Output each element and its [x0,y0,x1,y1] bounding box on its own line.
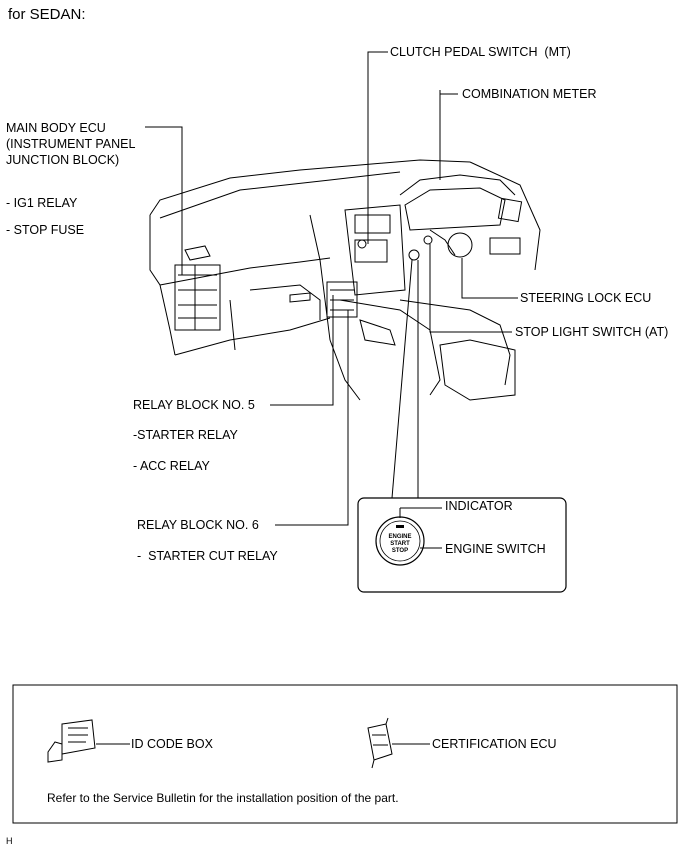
glovebox-handle [289,292,311,303]
seat-shape [439,339,516,401]
leader-relay-block-6 [275,310,349,526]
leader-clutch [367,51,388,244]
relay-block-detail [330,289,354,311]
label-stop-light-switch: STOP LIGHT SWITCH (AT) [515,325,669,339]
center-stack [344,204,406,296]
vent-right [497,197,523,223]
label-main-body-ecu: MAIN BODY ECU (INSTRUMENT PANEL JUNCTION… [6,121,136,167]
page-heading: for SEDAN: [8,6,86,23]
meter-hood [399,174,516,196]
relay-block-graphic [326,281,358,318]
leader-lines [145,51,518,549]
switch-panel [489,237,521,255]
certification-ecu-graphic [367,717,393,769]
leader-indicator [399,507,442,518]
info-box-frame [12,684,678,824]
junction-block-detail [178,265,217,330]
clutch-switch-graphic [357,239,367,249]
label-relay-block-6: RELAY BLOCK NO. 6 [137,518,259,532]
label-starter-cut-relay: - STARTER CUT RELAY [137,549,278,563]
label-starter-relay: -STARTER RELAY [133,428,238,442]
label-relay-block-5: RELAY BLOCK NO. 5 [133,398,255,412]
steering-column [447,232,473,258]
stop-light-switch-graphic [423,235,433,245]
label-certification-ecu: CERTIFICATION ECU [432,737,557,751]
engine-switch-inset [357,497,567,593]
meter-cluster [404,187,506,231]
glovebox-edge [229,299,236,351]
indicator-lamp [396,525,404,528]
label-clutch-pedal-switch: CLUTCH PEDAL SWITCH (MT) [390,45,571,59]
center-vent [354,214,391,234]
dash-lower-line [159,257,331,286]
engine-start-button [375,516,425,566]
leader-relay-block-5 [270,295,334,406]
vent-left [184,245,211,261]
radio-panel [354,239,388,263]
leader-main-body-ecu [145,126,183,275]
label-steering-lock-ecu: STEERING LOCK ECU [520,291,652,305]
button-text-line-3: STOP [392,548,408,554]
glovebox-lid [249,284,321,320]
right-dash-edge [469,161,541,271]
label-ig1-relay: - IG1 RELAY [6,196,78,210]
console-left [309,214,331,341]
shift-area [359,319,396,346]
leader-combination-meter [439,93,458,180]
button-text-line-2: START [390,541,410,547]
label-id-code-box: ID CODE BOX [131,737,213,751]
windshield-edge [149,159,471,216]
service-bulletin-note: Refer to the Service Bulletin for the in… [47,791,399,805]
floor-right [399,299,511,386]
leader-to-switch-a [391,259,413,499]
dash-bottom-line [174,317,331,356]
label-engine-switch: ENGINE SWITCH [445,542,546,556]
console-tunnel [339,299,441,396]
dash-top-line [159,171,401,219]
leader-steering-lock [461,258,518,299]
junction-block-graphic [174,264,221,331]
console-lower-left [329,339,361,401]
label-combination-meter: COMBINATION METER [462,87,597,101]
label-stop-fuse: - STOP FUSE [6,223,85,237]
label-indicator: INDICATOR [445,499,513,513]
stalk [429,229,456,256]
label-acc-relay: - ACC RELAY [133,459,210,473]
footer-code: H [6,836,13,846]
id-code-box-graphic [47,719,96,763]
leader-stop-light [429,244,512,333]
button-text-line-1: ENGINE [388,534,411,540]
engine-switch-graphic [408,249,420,261]
